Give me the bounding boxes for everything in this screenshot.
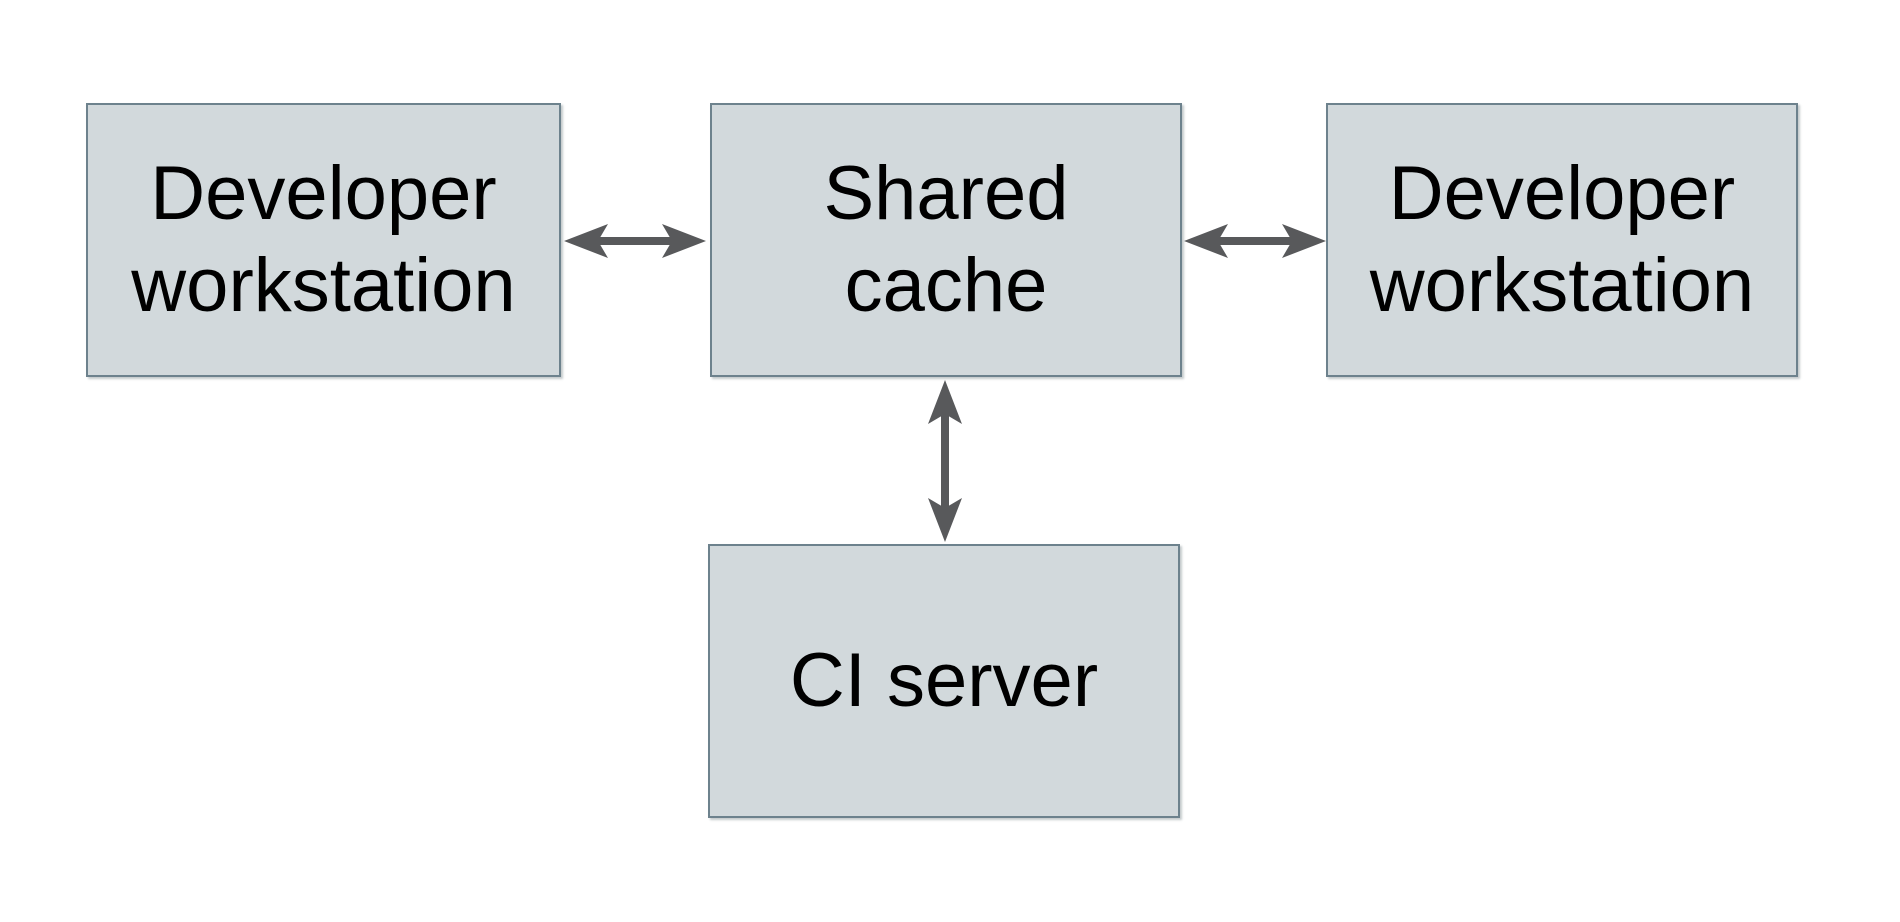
node-developer-workstation-right: Developer workstation (1326, 103, 1798, 377)
node-label-developer-workstation-right: Developer workstation (1369, 151, 1755, 328)
bidirectional-arrow-sharedcache-devright-icon (1184, 224, 1326, 258)
node-label-shared-cache: Shared cache (823, 151, 1069, 328)
node-ci-server: CI server (708, 544, 1180, 818)
node-label-developer-workstation-left: Developer workstation (131, 151, 516, 328)
node-shared-cache: Shared cache (710, 103, 1182, 377)
node-label-ci-server: CI server (789, 638, 1099, 724)
bidirectional-arrow-sharedcache-ciserver-icon (928, 380, 962, 542)
bidirectional-arrow-devleft-sharedcache-icon (564, 224, 706, 258)
node-developer-workstation-left: Developer workstation (86, 103, 561, 377)
